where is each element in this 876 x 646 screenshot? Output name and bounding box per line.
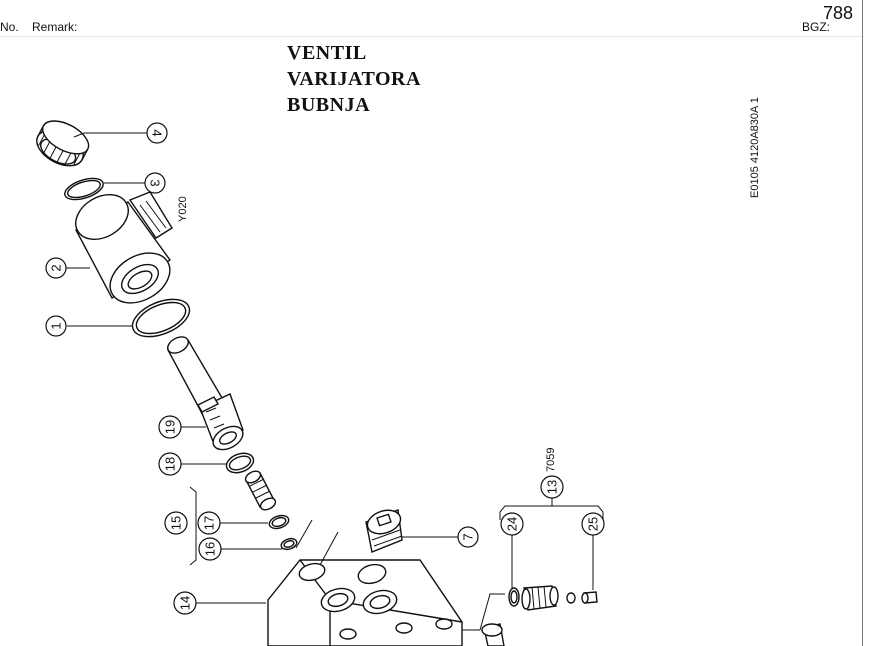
callout-7-text: 7 bbox=[461, 533, 476, 540]
part-18-oring-drawing bbox=[225, 452, 255, 474]
callout-19: 19 bbox=[158, 415, 182, 439]
leader-lines bbox=[66, 132, 604, 604]
callout-16-text: 16 bbox=[203, 542, 218, 556]
callout-17: 17 bbox=[197, 511, 221, 535]
callout-17-text: 17 bbox=[202, 516, 217, 530]
kit-code-label: 7059 bbox=[545, 448, 557, 472]
callout-7: 7 bbox=[457, 526, 479, 548]
title-line-3: BUBNJA bbox=[287, 94, 371, 116]
callout-14-text: 14 bbox=[178, 596, 193, 610]
part-4-nut-drawing bbox=[36, 120, 90, 167]
page-border-right bbox=[862, 0, 863, 646]
callout-13: 13 bbox=[540, 475, 564, 499]
callout-14: 14 bbox=[173, 591, 197, 615]
callout-1-text: 1 bbox=[49, 322, 64, 329]
no-label: No. bbox=[0, 20, 19, 34]
callout-24: 24 bbox=[500, 512, 524, 536]
part-24-oring-drawing bbox=[508, 587, 520, 607]
title-line-2: VARIJATORA bbox=[287, 68, 421, 90]
bgz-label: BGZ: bbox=[802, 20, 831, 34]
callout-16: 16 bbox=[198, 537, 222, 561]
callout-2: 2 bbox=[45, 257, 67, 279]
part-7-plug-drawing bbox=[365, 509, 403, 553]
callout-3-text: 3 bbox=[148, 179, 163, 186]
part-14-valve-block-drawing bbox=[267, 519, 505, 646]
callout-2-text: 2 bbox=[49, 264, 64, 271]
part-1-oring-drawing bbox=[131, 298, 191, 338]
part-16-ring-drawing bbox=[280, 537, 298, 551]
callout-19-text: 19 bbox=[163, 420, 178, 434]
part-17-oring-drawing bbox=[268, 514, 290, 530]
callout-3: 3 bbox=[144, 172, 166, 194]
title-line-1: VENTIL bbox=[287, 42, 367, 64]
part-13-fitting-drawing bbox=[521, 585, 598, 611]
callout-24-text: 24 bbox=[505, 517, 520, 531]
header-rule bbox=[0, 36, 862, 37]
callout-15: 15 bbox=[164, 511, 188, 535]
block-plug-drawing bbox=[481, 623, 505, 646]
callout-18: 18 bbox=[158, 452, 182, 476]
page-number: 788 bbox=[823, 3, 854, 23]
page-title: VENTIL VARIJATORA BUBNJA bbox=[287, 40, 421, 118]
side-code: E0105 4120A830A 1 bbox=[749, 97, 761, 198]
callout-4: 4 bbox=[146, 122, 168, 144]
callout-25-text: 25 bbox=[586, 517, 601, 531]
remark-label: Remark: bbox=[32, 20, 78, 34]
callout-18-text: 18 bbox=[163, 457, 178, 471]
part-15-insert-drawing bbox=[244, 470, 277, 511]
callout-13-text: 13 bbox=[545, 480, 560, 494]
part-2-coil-drawing bbox=[75, 191, 173, 304]
callout-4-text: 4 bbox=[150, 129, 165, 136]
callout-25: 25 bbox=[581, 512, 605, 536]
part-3-oring-drawing bbox=[64, 177, 104, 201]
part-19-cartridge-drawing bbox=[167, 336, 244, 451]
callout-15-text: 15 bbox=[169, 516, 184, 530]
coil-code-label: Y020 bbox=[177, 196, 189, 222]
callout-1: 1 bbox=[45, 315, 67, 337]
